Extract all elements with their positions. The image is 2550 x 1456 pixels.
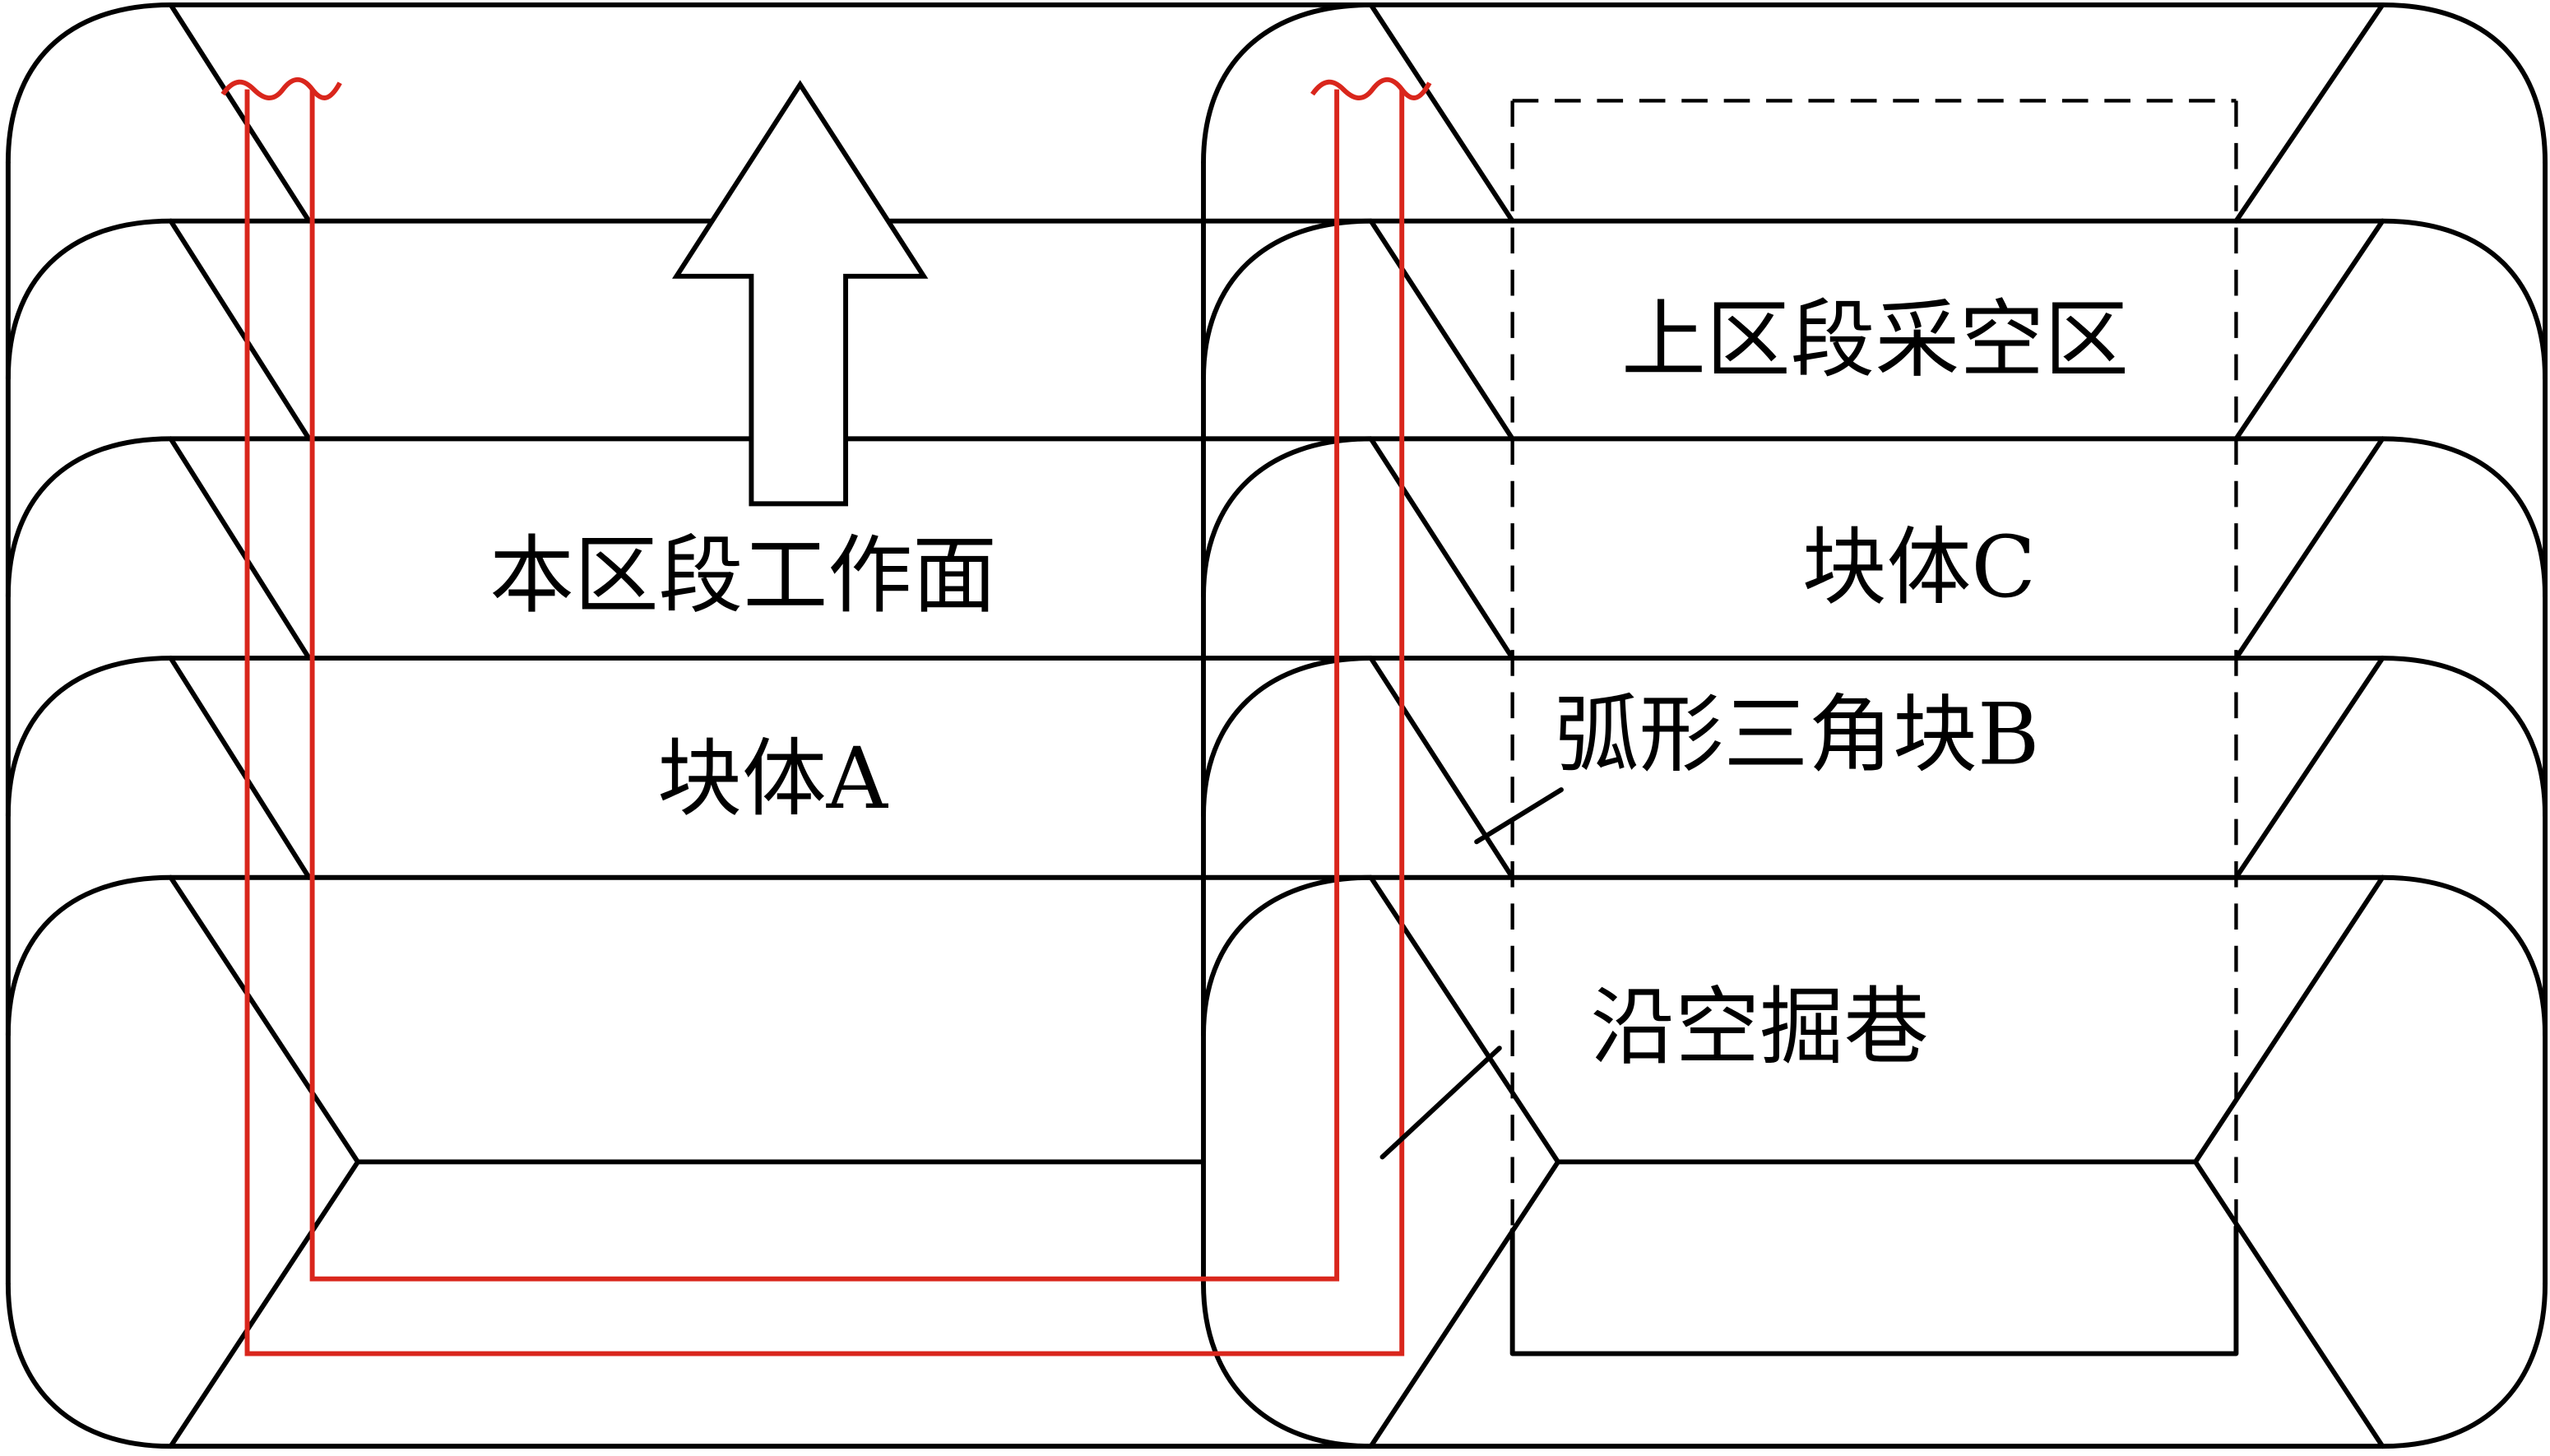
right-right-wall-1 [2233, 2, 2385, 224]
outer-roadway-trace [244, 89, 1405, 1356]
upper-goaf-outline [1509, 99, 2239, 1356]
right-left-wall-3 [1368, 436, 1515, 661]
label-arc-triangle-block-b: 弧形三角块B [1555, 686, 2040, 784]
left-tunnel-walls [168, 2, 1206, 1449]
right-right-wall-6 [2193, 1159, 2385, 1449]
left-stack-arc-2 [5, 218, 174, 382]
right-break-mark [1310, 77, 1432, 100]
left-break-mark [220, 77, 342, 100]
right-stack-right-arc-1 [2380, 2, 2548, 165]
right-stack-left-bottom-arc [1201, 1281, 1374, 1449]
right-right-wall-3 [2233, 436, 2385, 661]
arc-block-leader-line [1474, 787, 1564, 845]
left-stack-arc-1 [5, 2, 174, 165]
roadway-leader-line [1379, 1046, 1502, 1160]
left-stack-edges [5, 2, 174, 1449]
right-left-wall-6 [1368, 1159, 1560, 1449]
left-wall-6 [168, 1159, 360, 1449]
right-stack-right-arc-2 [2380, 218, 2548, 382]
advance-direction-arrow [672, 80, 929, 507]
right-stack-right-bottom-arc [2380, 1281, 2548, 1449]
left-stack-arc-3 [5, 436, 174, 599]
right-stack-right-arc-5 [2380, 874, 2548, 1038]
right-left-wall-2 [1368, 218, 1515, 442]
left-stack-arc-4 [5, 656, 174, 818]
left-wall-3 [168, 436, 312, 661]
label-upper-goaf: 上区段采空区 [1621, 291, 2129, 389]
right-stack-right-arc-3 [2380, 436, 2548, 599]
right-right-wall-2 [2233, 218, 2385, 442]
inner-roadway-trace [309, 89, 1340, 1282]
roadway-traces [220, 77, 1432, 1356]
layer-top-lines [168, 2, 2385, 1449]
label-gob-side-roadway: 沿空掘巷 [1591, 979, 1929, 1077]
right-stack-left-arc-3 [1201, 436, 1374, 599]
right-stack-left-arc-2 [1201, 218, 1374, 382]
left-wall-4 [168, 656, 312, 880]
right-right-wall-4 [2233, 656, 2385, 880]
left-wall-5 [168, 874, 360, 1165]
right-stack-left-arc-5 [1201, 874, 1374, 1038]
left-wall-2 [168, 218, 312, 442]
right-stack-left-arc-4 [1201, 656, 1374, 818]
right-stack-left-arc-1 [1201, 2, 1374, 165]
right-stack-left-edges [1201, 2, 1374, 1449]
right-stack-right-arc-4 [2380, 656, 2548, 818]
label-block-c: 块体C [1802, 519, 2036, 617]
label-working-face: 本区段工作面 [489, 527, 997, 625]
goaf-bottom-box [1509, 1224, 2239, 1356]
right-left-wall-5 [1368, 874, 1560, 1165]
left-stack-arc-5 [5, 874, 174, 1038]
left-wall-1 [168, 2, 312, 224]
label-block-a: 块体A [657, 730, 889, 828]
right-right-wall-5 [2193, 874, 2385, 1165]
left-stack-bottom-arc [5, 1281, 174, 1449]
right-stack-right-edges [2380, 2, 2548, 1449]
right-left-wall-4 [1368, 656, 1515, 880]
right-left-wall-1 [1368, 2, 1515, 224]
